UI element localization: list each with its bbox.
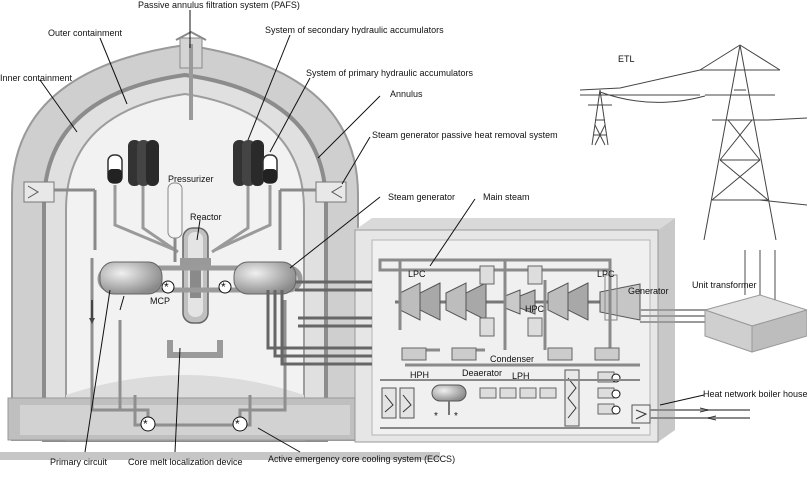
accumulators-right	[233, 140, 278, 186]
primary-loop: * *	[97, 261, 303, 295]
accumulators-left	[107, 140, 159, 186]
label-heat-network: Heat network boiler house	[703, 389, 807, 399]
steam-generator-left	[99, 261, 163, 295]
label-lpc-left: LPC	[408, 269, 426, 279]
svg-text:*: *	[143, 417, 148, 431]
unit-transformer	[703, 250, 807, 353]
label-pressurizer: Pressurizer	[168, 174, 214, 184]
mcp-pump-right	[218, 280, 232, 294]
feed-heaters: * *	[380, 369, 651, 429]
label-lph: LPH	[512, 371, 530, 381]
turbine-hall	[354, 218, 675, 443]
separators	[479, 265, 543, 337]
label-primary-accumulators: System of primary hydraulic accumulators	[306, 68, 474, 78]
label-annulus: Annulus	[390, 89, 423, 99]
svg-text:*: *	[164, 280, 169, 294]
label-primary-circuit: Primary circuit	[50, 457, 108, 467]
lpc-right-1	[547, 282, 569, 321]
label-lpc-right: LPC	[597, 269, 615, 279]
transmission-towers	[579, 44, 807, 241]
label-eccs: Active emergency core cooling system (EC…	[268, 454, 455, 464]
steam-generator-right	[233, 261, 297, 295]
svg-text:*: *	[235, 417, 240, 431]
heat-network-lines	[650, 407, 750, 421]
label-deaerator: Deaerator	[462, 368, 502, 378]
ground-strip	[0, 452, 440, 460]
svg-text:*: *	[434, 411, 438, 422]
svg-text:*: *	[221, 280, 226, 294]
label-unit-transformer: Unit transformer	[692, 280, 757, 290]
label-etl: ETL	[618, 54, 635, 64]
sg-phrs-exchangers	[23, 181, 347, 250]
condensers	[401, 347, 620, 361]
label-generator: Generator	[628, 286, 669, 296]
label-mcp: MCP	[150, 296, 170, 306]
label-secondary-accumulators: System of secondary hydraulic accumulato…	[265, 25, 444, 35]
label-pafs: Passive annulus filtration system (PAFS)	[138, 0, 300, 10]
steam-lines	[266, 280, 372, 366]
label-condenser: Condenser	[490, 354, 534, 364]
core-melt-device	[167, 340, 223, 358]
label-reactor: Reactor	[190, 212, 222, 222]
label-steam-generator: Steam generator	[388, 192, 455, 202]
mcp-pump-left	[161, 280, 175, 294]
label-main-steam: Main steam	[483, 192, 530, 202]
svg-text:*: *	[454, 411, 458, 422]
pafs-chimney	[175, 30, 207, 120]
lpc-left-2	[445, 282, 467, 321]
pressurizer	[167, 182, 183, 262]
label-core-melt: Core melt localization device	[128, 457, 243, 467]
reactor-vessel	[180, 227, 211, 324]
deaerator-tank	[431, 384, 467, 402]
label-hph: HPH	[410, 370, 429, 380]
label-outer-containment: Outer containment	[48, 28, 123, 38]
leader-lines	[39, 10, 705, 453]
label-hpc: HPC	[525, 304, 545, 314]
label-inner-containment: Inner containment	[0, 73, 73, 83]
label-sg-phrs: Steam generator passive heat removal sys…	[372, 130, 558, 140]
accumulator-lines	[113, 185, 272, 254]
